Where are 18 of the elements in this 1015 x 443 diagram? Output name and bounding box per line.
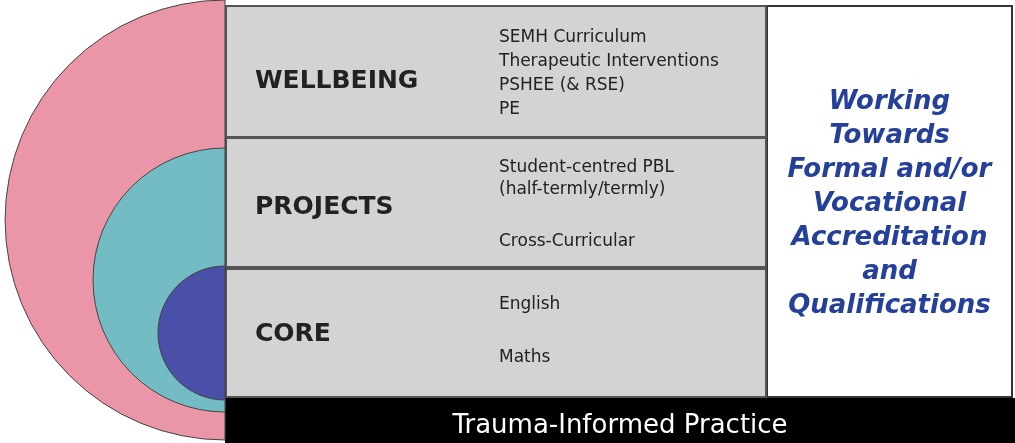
list-item: Student-centred PBL (half-termly/termly) — [499, 155, 675, 199]
layer-heading: PROJECTS — [255, 191, 394, 220]
foundation-bar — [225, 398, 1015, 443]
accreditation-text: Working Towards Formal and/or Vocational Accreditation and Qualifications — [786, 83, 994, 321]
list-item: Therapeutic Interventions — [499, 49, 719, 71]
list-item: Cross-Curricular — [499, 229, 636, 251]
layer-heading: CORE — [255, 318, 331, 347]
side-panel — [766, 5, 1013, 398]
list-item: SEMH Curriculum — [499, 25, 647, 47]
layer-band — [225, 5, 767, 138]
list-item: PSHEE (& RSE) — [499, 73, 625, 95]
bar-title: Trauma-Informed Practice — [452, 407, 788, 439]
layer-heading: WELLBEING — [255, 65, 419, 94]
list-item: Maths — [499, 345, 551, 367]
list-item: PE — [499, 97, 520, 119]
list-item: English — [499, 292, 561, 314]
layer-band — [225, 268, 767, 398]
layer-band — [225, 137, 767, 268]
